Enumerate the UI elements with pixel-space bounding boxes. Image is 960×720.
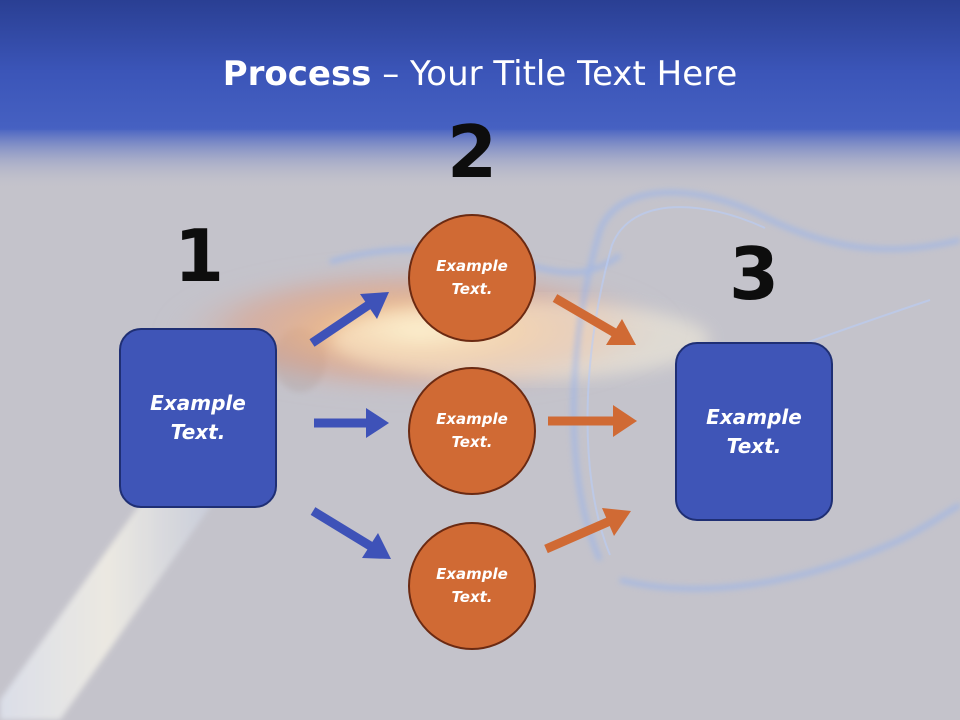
step-2-circle-middle: Example Text. xyxy=(408,367,536,495)
step-1-box: Example Text. xyxy=(119,328,277,508)
title-bold: Process xyxy=(222,54,372,94)
step-2-circle-top: Example Text. xyxy=(408,214,536,342)
slide-title: Process – Your Title Text Here xyxy=(0,52,960,96)
step-2-circle-bottom: Example Text. xyxy=(408,522,536,650)
step-number-2: 2 xyxy=(446,110,498,194)
step-3-box: Example Text. xyxy=(675,342,833,521)
circle-label: Example Text. xyxy=(436,565,508,606)
step-1-label: Example Text. xyxy=(150,391,246,444)
circle-label: Example Text. xyxy=(436,257,508,298)
step-3-label: Example Text. xyxy=(706,404,802,458)
circle-label: Example Text. xyxy=(436,410,508,451)
step-number-1: 1 xyxy=(173,214,225,298)
title-rest: – Your Title Text Here xyxy=(371,54,738,94)
step-number-3: 3 xyxy=(728,232,780,316)
